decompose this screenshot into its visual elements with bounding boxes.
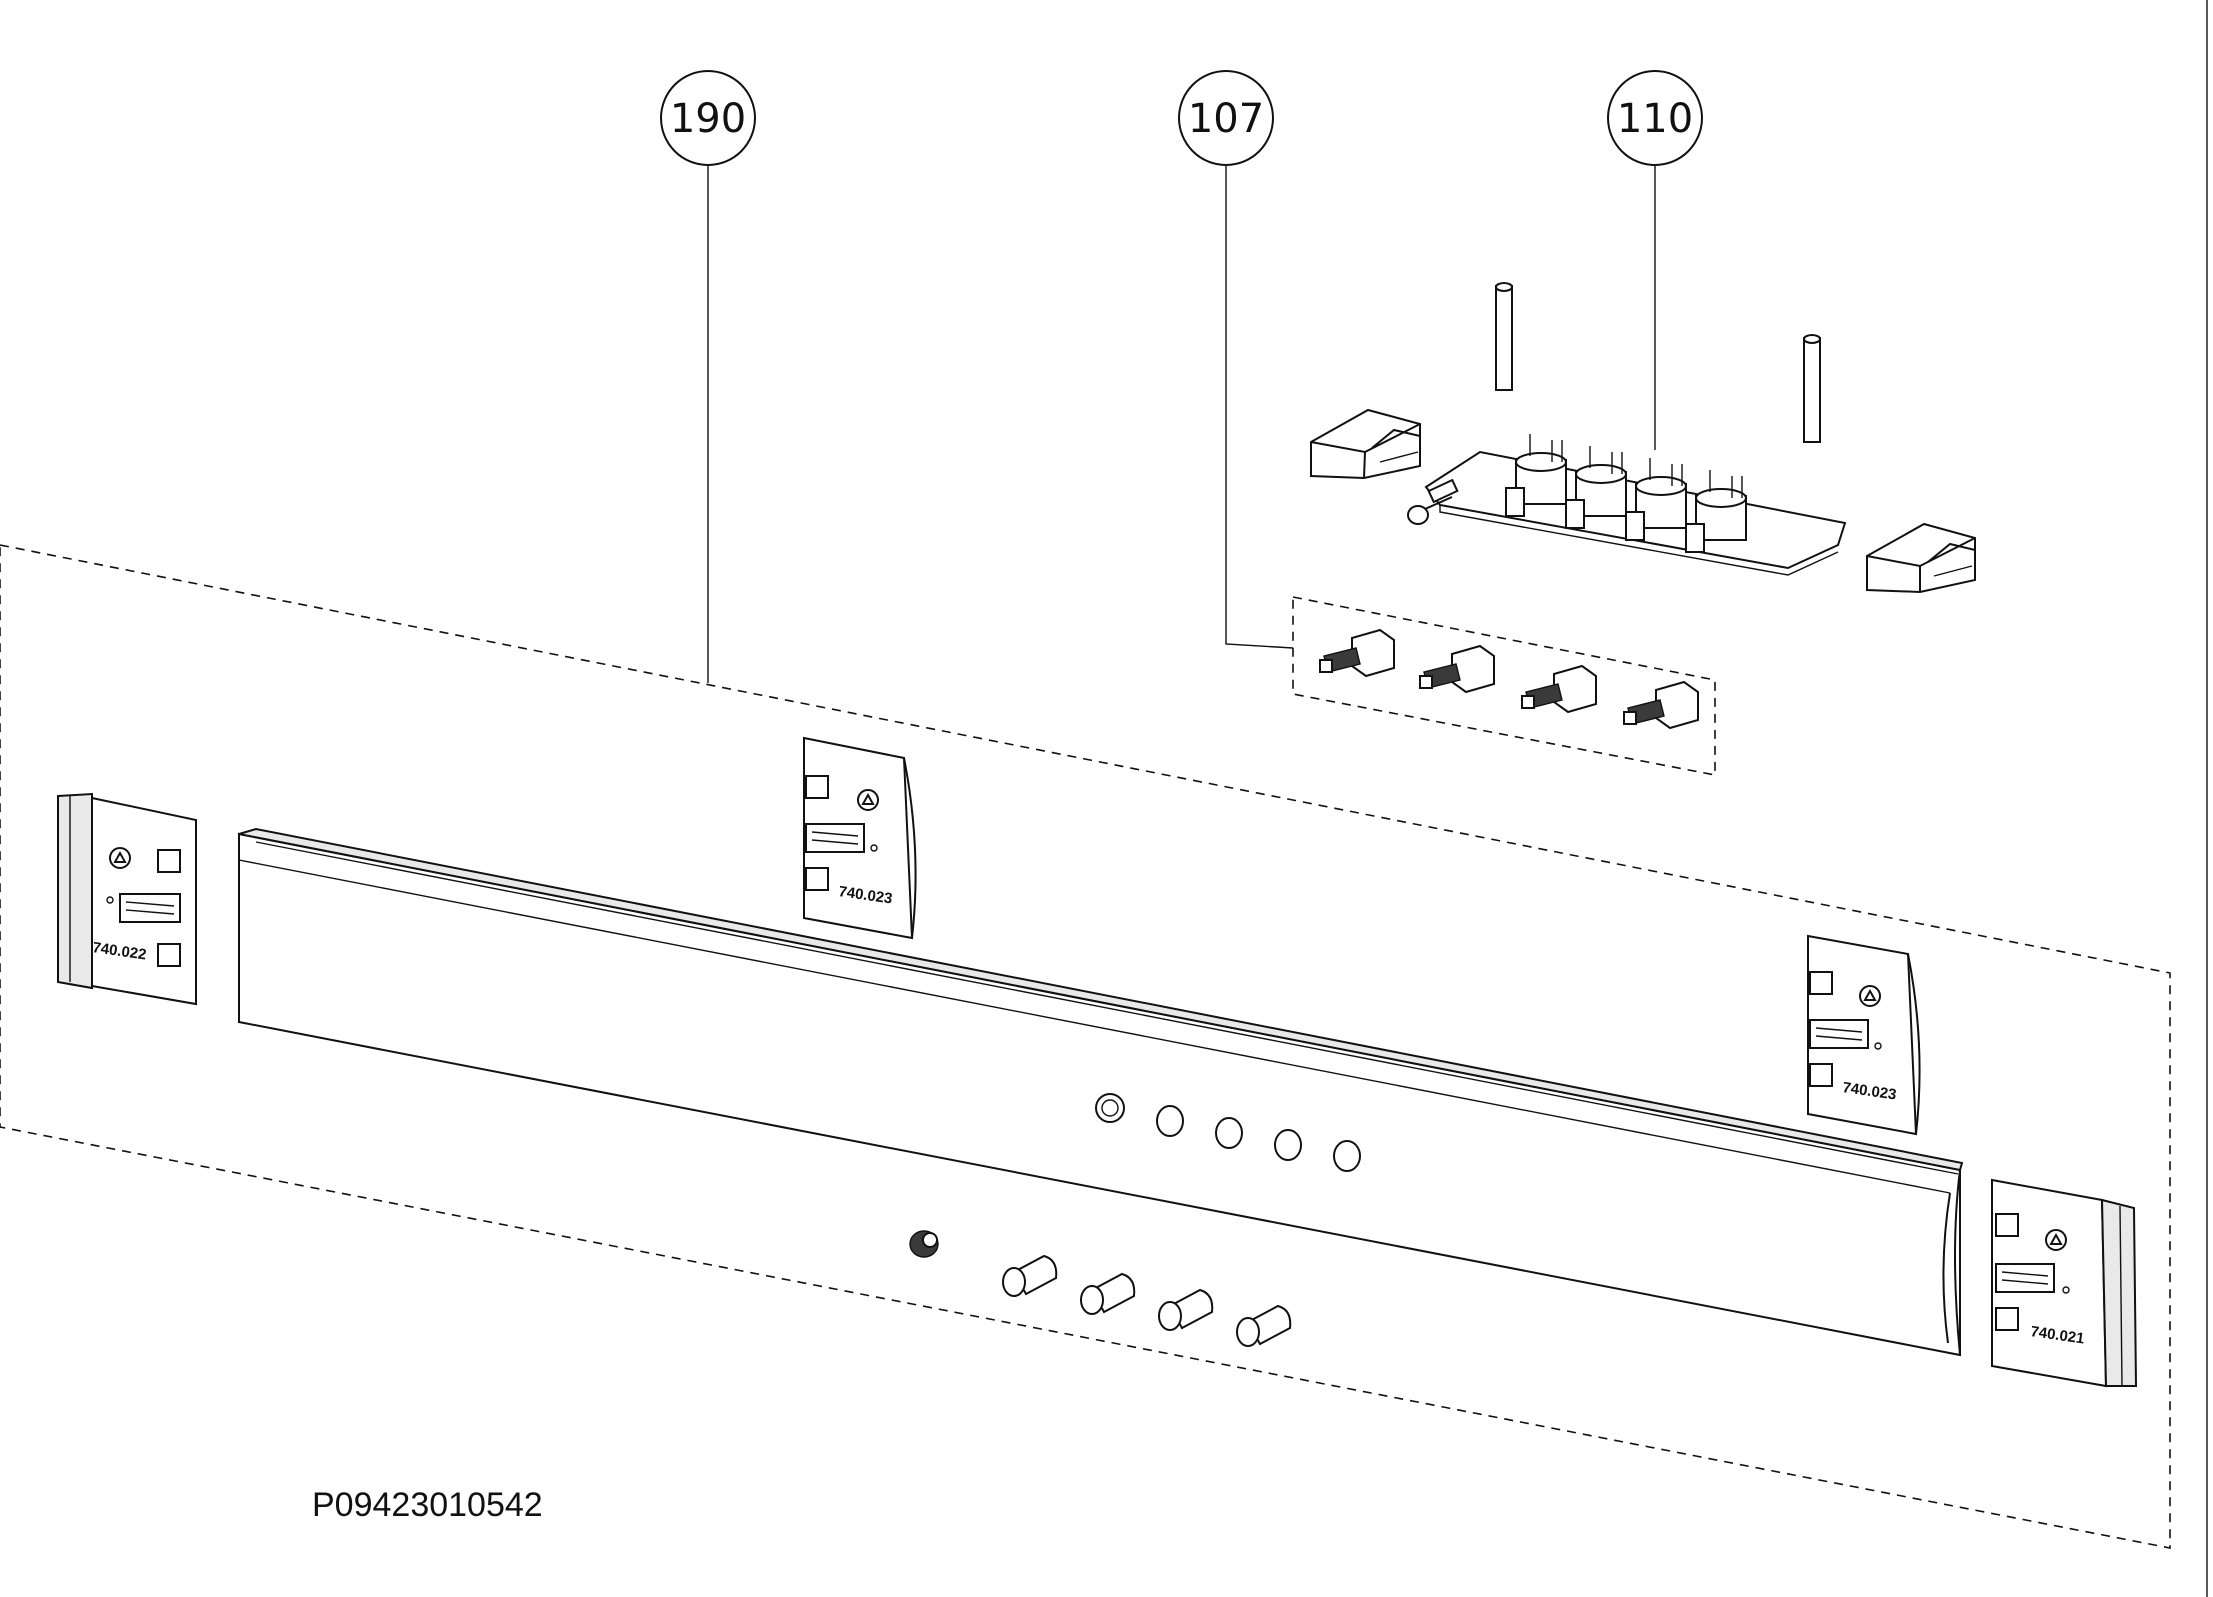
knob-set-107-outline (1292, 596, 1716, 776)
front-panel-190[interactable] (238, 827, 1964, 1357)
callout-107-label: 107 (1188, 96, 1264, 142)
control-board-110[interactable] (1310, 282, 1976, 594)
end-cap-left[interactable]: 740.022 (57, 792, 197, 1006)
push-buttons[interactable] (909, 1230, 1292, 1347)
end-cap-right[interactable]: 740.021 (1991, 1178, 2138, 1388)
end-cap-middle-left[interactable]: 740.023 (803, 736, 917, 940)
callout-110-label: 110 (1617, 96, 1693, 142)
knob-4 (1623, 680, 1699, 730)
panel-button-hole-2 (1215, 1117, 1243, 1149)
knob-3 (1521, 664, 1597, 714)
push-button-3 (1158, 1288, 1214, 1331)
board-switch-1 (1505, 434, 1567, 517)
callout-107[interactable]: 107 (1178, 70, 1294, 649)
board-clip-right (1866, 522, 1976, 594)
panel-button-hole-3 (1274, 1129, 1302, 1161)
push-button-2 (1080, 1272, 1136, 1315)
knob-2 (1419, 644, 1495, 694)
mounting-pin-left (1495, 282, 1513, 391)
callout-110[interactable]: 110 (1607, 70, 1703, 450)
display-lens (909, 1230, 939, 1258)
panel-button-hole-1 (1156, 1105, 1184, 1137)
panel-button-hole-4 (1333, 1140, 1361, 1172)
callout-190[interactable]: 190 (660, 70, 756, 683)
panel-display-window (1095, 1093, 1125, 1123)
end-cap-middle-right[interactable]: 740.023 (1807, 934, 1921, 1136)
board-switch-2 (1565, 446, 1627, 529)
push-button-1 (1002, 1254, 1058, 1297)
callout-190-label: 190 (670, 96, 746, 142)
drawing-code: P09423010542 (312, 1486, 543, 1524)
mounting-pin-right (1803, 334, 1821, 443)
push-button-4 (1236, 1304, 1292, 1347)
board-switch-4 (1685, 470, 1747, 553)
knob-1 (1319, 628, 1395, 678)
knob-set-107[interactable] (1319, 628, 1699, 730)
board-switch-3 (1625, 458, 1687, 541)
assembly-190-outline (0, 544, 2171, 1549)
board-clip-left (1310, 408, 1421, 480)
